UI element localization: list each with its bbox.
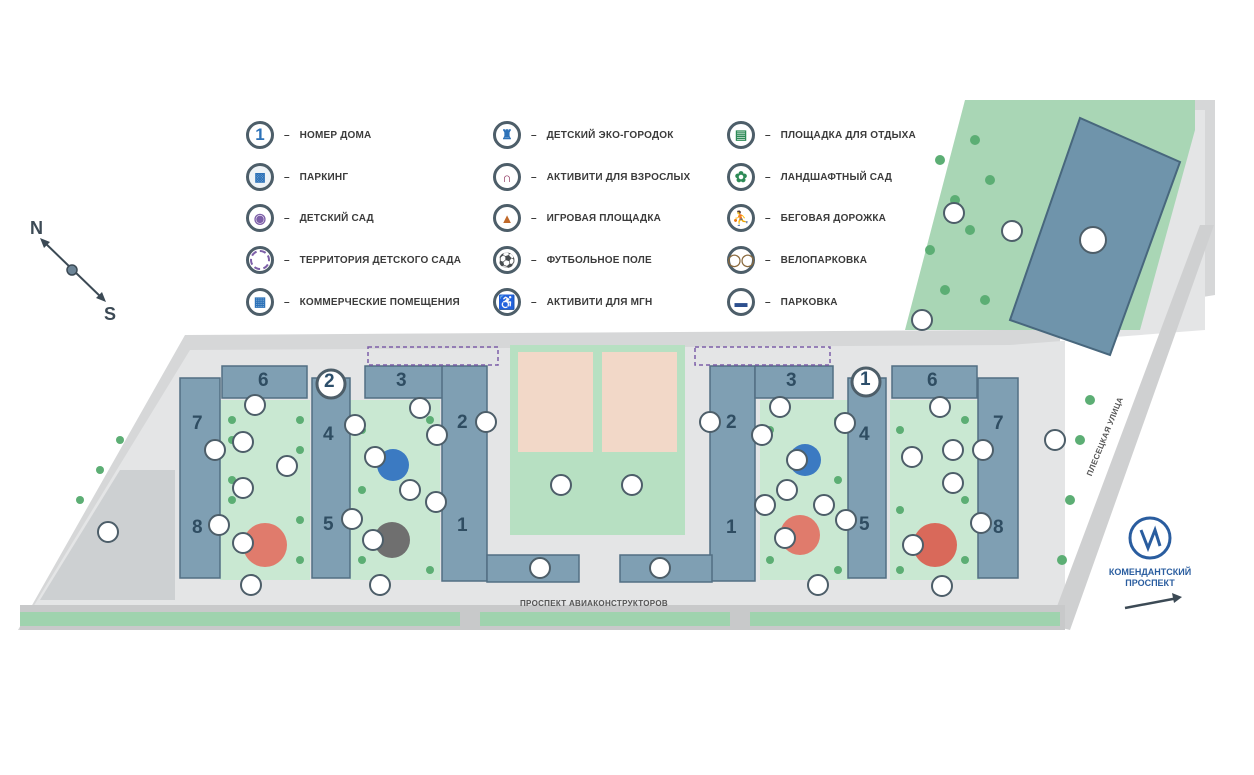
- house-number-icon: 1: [246, 121, 274, 149]
- legend-item-commercial: ▦ –КОММЕРЧЕСКИЕ ПОМЕЩЕНИЯ: [246, 288, 460, 316]
- house-east-7: 7: [993, 413, 1004, 434]
- legend-label: БЕГОВАЯ ДОРОЖКА: [780, 212, 887, 224]
- legend-item-bicycle-parking: ◯◯ –ВЕЛОПАРКОВКА: [727, 246, 867, 274]
- playground-icon: ▲: [493, 204, 521, 232]
- house-west-3: 3: [396, 370, 407, 391]
- parking-garage-icon: ▩: [246, 163, 274, 191]
- house-west-2: 2: [457, 412, 468, 433]
- house-west-7: 7: [192, 413, 203, 434]
- legend-item-car-parking: ▬ –ПАРКОВКА: [727, 288, 838, 316]
- house-east-2: 2: [726, 412, 737, 433]
- legend-label: НОМЕР ДОМА: [299, 129, 372, 141]
- legend-item-landscape-garden: ✿ –ЛАНДШАФТНЫЙ САД: [727, 163, 892, 191]
- house-west-1: 1: [457, 515, 468, 536]
- compass-arrow: [40, 238, 106, 302]
- compass-south: S: [104, 304, 117, 324]
- legend-label: ВЕЛОПАРКОВКА: [780, 254, 868, 266]
- playground-circle-1: [243, 523, 287, 567]
- eco-town-icon: ♜: [493, 121, 521, 149]
- house-west-8: 8: [192, 517, 203, 538]
- legend-label: АКТИВИТИ ДЛЯ ВЗРОСЛЫХ: [546, 171, 691, 183]
- house-east-3: 3: [786, 370, 797, 391]
- legend-item-football: ⚽ –ФУТБОЛЬНОЕ ПОЛЕ: [493, 246, 652, 274]
- kindergarten-territory-west: [367, 346, 499, 366]
- legend-item-running-track: ⛹ –БЕГОВАЯ ДОРОЖКА: [727, 204, 886, 232]
- kindergarten-territory-east: [694, 346, 831, 366]
- legend-label: ПЛОЩАДКА ДЛЯ ОТДЫХА: [780, 129, 916, 141]
- legend-item-kindergarten-territory: –ТЕРРИТОРИЯ ДЕТСКОГО САДА: [246, 246, 461, 274]
- legend-label: КОММЕРЧЕСКИЕ ПОМЕЩЕНИЯ: [299, 296, 460, 308]
- house-marker-1[interactable]: 1: [860, 369, 871, 390]
- metro-icon: [1128, 516, 1172, 560]
- accessibility-icon: ♿: [493, 288, 521, 316]
- direction-arrow-icon: [1124, 593, 1182, 610]
- metro-label-line1: КОМЕНДАНТСКИЙ: [1108, 567, 1192, 577]
- legend-item-house-number: 1 –НОМЕР ДОМА: [246, 121, 371, 149]
- house-east-6: 6: [927, 370, 938, 391]
- legend-item-playground: ▲ –ИГРОВАЯ ПЛОЩАДКА: [493, 204, 661, 232]
- east-buildings: [619, 365, 1019, 583]
- west-buildings: [179, 365, 580, 583]
- house-west-5: 5: [323, 514, 334, 535]
- legend-label: ДЕТСКИЙ САД: [299, 212, 374, 224]
- metro-label-line2: ПРОСПЕКТ: [1125, 578, 1175, 588]
- legend-label: ФУТБОЛЬНОЕ ПОЛЕ: [546, 254, 652, 266]
- car-parking-icon: ▬: [727, 288, 755, 316]
- bicycle-parking-icon: ◯◯: [727, 246, 755, 274]
- legend-item-kindergarten: ◉ –ДЕТСКИЙ САД: [246, 204, 374, 232]
- plesetskaya-street: [1050, 225, 1214, 630]
- playground-circle-2: [374, 522, 410, 558]
- legend-item-parking-garage: ▩ –ПАРКИНГ: [246, 163, 348, 191]
- football-circle: [913, 523, 957, 567]
- commercial-premises-icon: ▦: [246, 288, 274, 316]
- football-field-icon: ⚽: [493, 246, 521, 274]
- legend-label: ТЕРРИТОРИЯ ДЕТСКОГО САДА: [299, 254, 462, 266]
- legend-label: ПАРКИНГ: [299, 171, 349, 183]
- map-markers: [97, 202, 1107, 597]
- rest-area-icon: ▤: [727, 121, 755, 149]
- house-marker-2[interactable]: 2: [324, 371, 335, 392]
- metro-label: КОМЕНДАНТСКИЙ ПРОСПЕКТ: [1100, 567, 1200, 589]
- legend-item-adult-activity: ∩ –АКТИВИТИ ДЛЯ ВЗРОСЛЫХ: [493, 163, 690, 191]
- house-west-4: 4: [323, 424, 334, 445]
- street-label-south: ПРОСПЕКТ АВИАКОНСТРУКТОРОВ: [520, 599, 668, 608]
- legend-label: ЛАНДШАФТНЫЙ САД: [780, 171, 893, 183]
- house-east-5: 5: [859, 514, 870, 535]
- running-track-icon: ⛹: [727, 204, 755, 232]
- house-number-markers: [315, 366, 882, 400]
- compass-north: N: [30, 218, 43, 238]
- kindergarten-icon: ◉: [246, 204, 274, 232]
- house-west-6: 6: [258, 370, 269, 391]
- kindergarten-territory-icon: [246, 246, 274, 274]
- house-east-1: 1: [726, 517, 737, 538]
- legend-label: АКТИВИТИ ДЛЯ МГН: [546, 296, 653, 308]
- legend-item-rest-area: ▤ –ПЛОЩАДКА ДЛЯ ОТДЫХА: [727, 121, 916, 149]
- legend-item-eco-town: ♜ –ДЕТСКИЙ ЭКО-ГОРОДОК: [493, 121, 674, 149]
- house-east-4: 4: [859, 424, 870, 445]
- legend-label: ИГРОВАЯ ПЛОЩАДКА: [546, 212, 662, 224]
- legend-label: ДЕТСКИЙ ЭКО-ГОРОДОК: [546, 129, 674, 141]
- adult-activity-icon: ∩: [493, 163, 521, 191]
- legend-label: ПАРКОВКА: [780, 296, 838, 308]
- house-east-8: 8: [993, 517, 1004, 538]
- landscape-garden-icon: ✿: [727, 163, 755, 191]
- legend-item-accessibility: ♿ –АКТИВИТИ ДЛЯ МГН: [493, 288, 652, 316]
